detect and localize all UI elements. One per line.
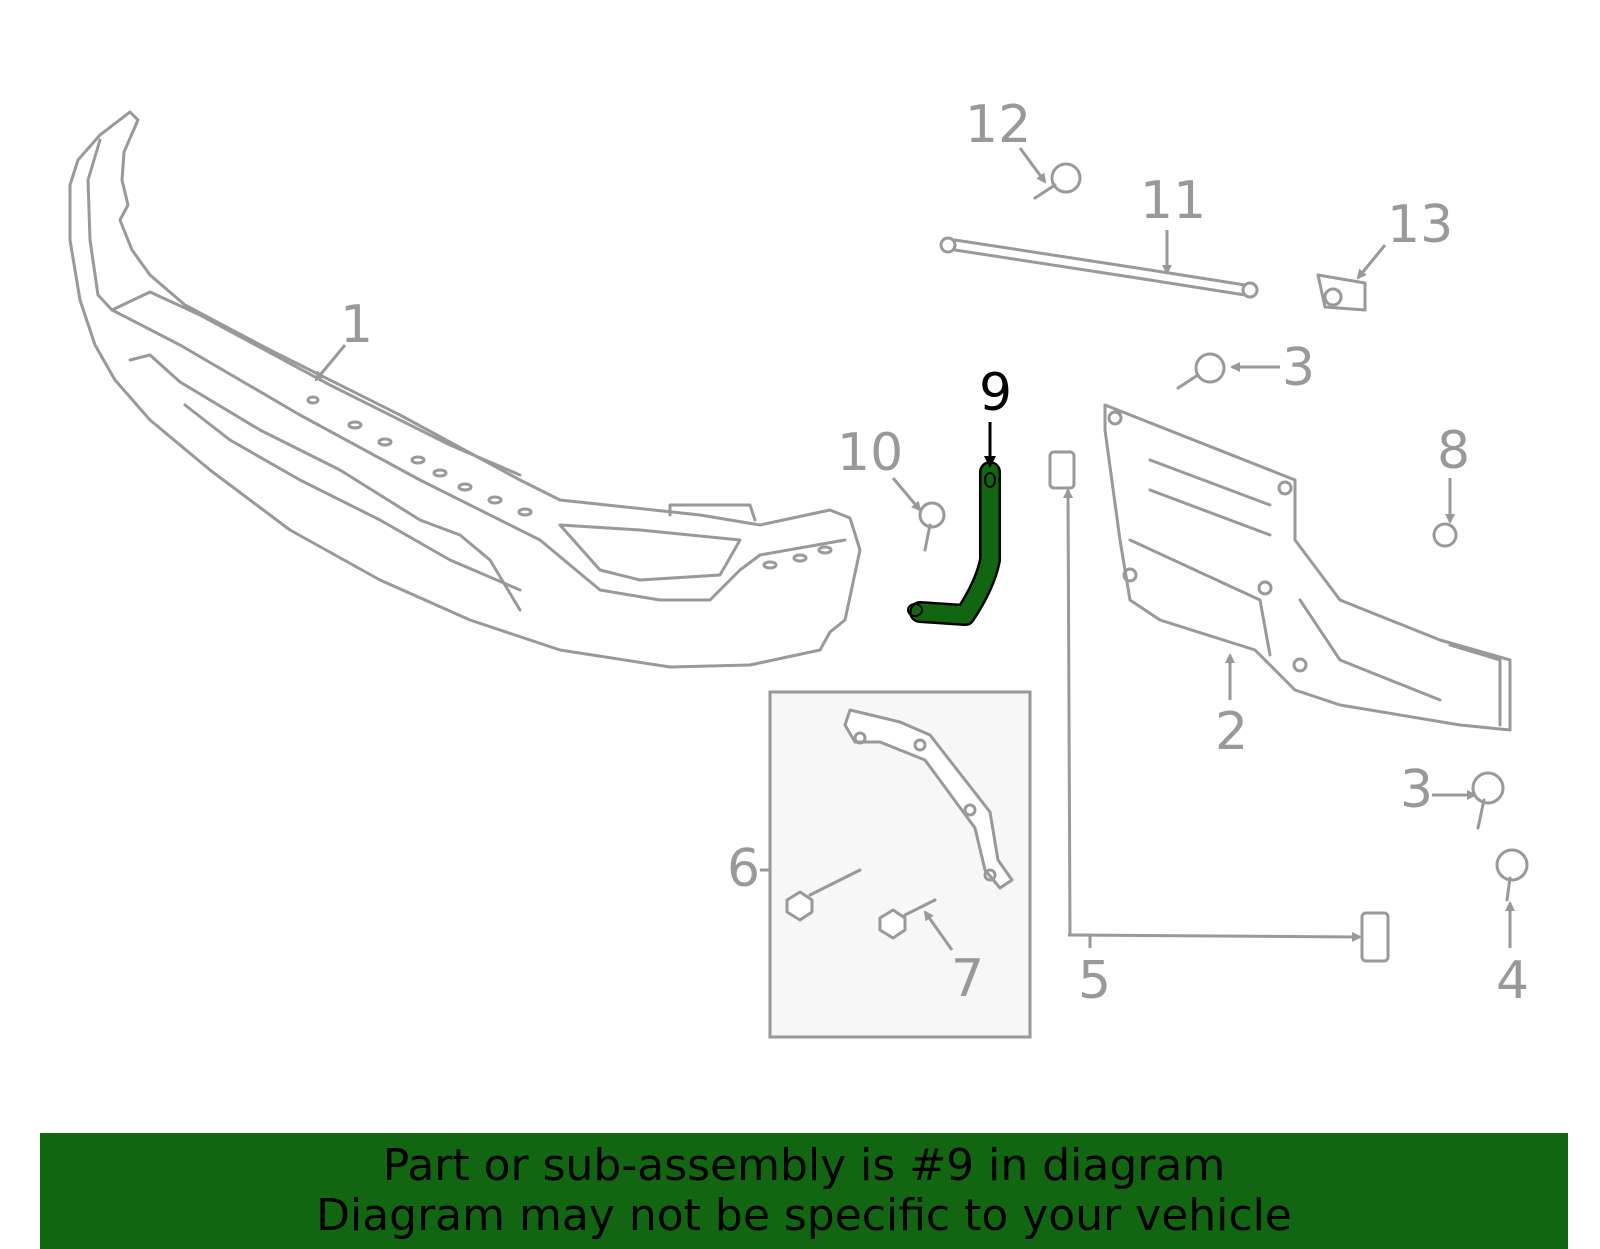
banner-line-2: Diagram may not be specific to your vehi… — [316, 1190, 1292, 1241]
callout-12: 12 — [965, 95, 1031, 155]
callout-8: 8 — [1437, 421, 1470, 481]
callout-9: 9 — [979, 363, 1012, 423]
callout-10: 10 — [837, 423, 903, 483]
callout-7: 7 — [951, 949, 984, 1009]
support-rod-part — [939, 236, 1259, 299]
bumper-part — [68, 110, 862, 669]
bolt-3-upper — [1176, 352, 1226, 390]
clip-13 — [1316, 273, 1367, 312]
leader-lines — [314, 147, 1515, 951]
bolt-4 — [1495, 848, 1529, 902]
highlighted-part-9 — [907, 461, 1001, 626]
callout-1: 1 — [340, 295, 373, 355]
bolt-10 — [918, 501, 946, 552]
info-banner: Part or sub-assembly is #9 in diagram Di… — [40, 1133, 1568, 1249]
callout-13: 13 — [1387, 195, 1453, 255]
banner-line-1: Part or sub-assembly is #9 in diagram — [382, 1140, 1226, 1191]
bolt-12 — [1033, 162, 1082, 200]
callout-5: 5 — [1078, 951, 1111, 1011]
callout-3-upper: 3 — [1282, 338, 1315, 398]
kit-box-6 — [768, 690, 1032, 1039]
clip-5-upper — [1048, 450, 1076, 490]
callout-4: 4 — [1496, 951, 1529, 1011]
callout-6: 6 — [727, 839, 760, 899]
clip-5-lower — [1360, 911, 1390, 963]
frame-bracket-part — [1103, 403, 1512, 732]
callout-2: 2 — [1215, 702, 1248, 762]
bolt-3-lower — [1471, 771, 1505, 830]
callout-11: 11 — [1140, 171, 1206, 231]
callout-3-lower: 3 — [1400, 760, 1433, 820]
nut-8 — [1432, 522, 1458, 548]
